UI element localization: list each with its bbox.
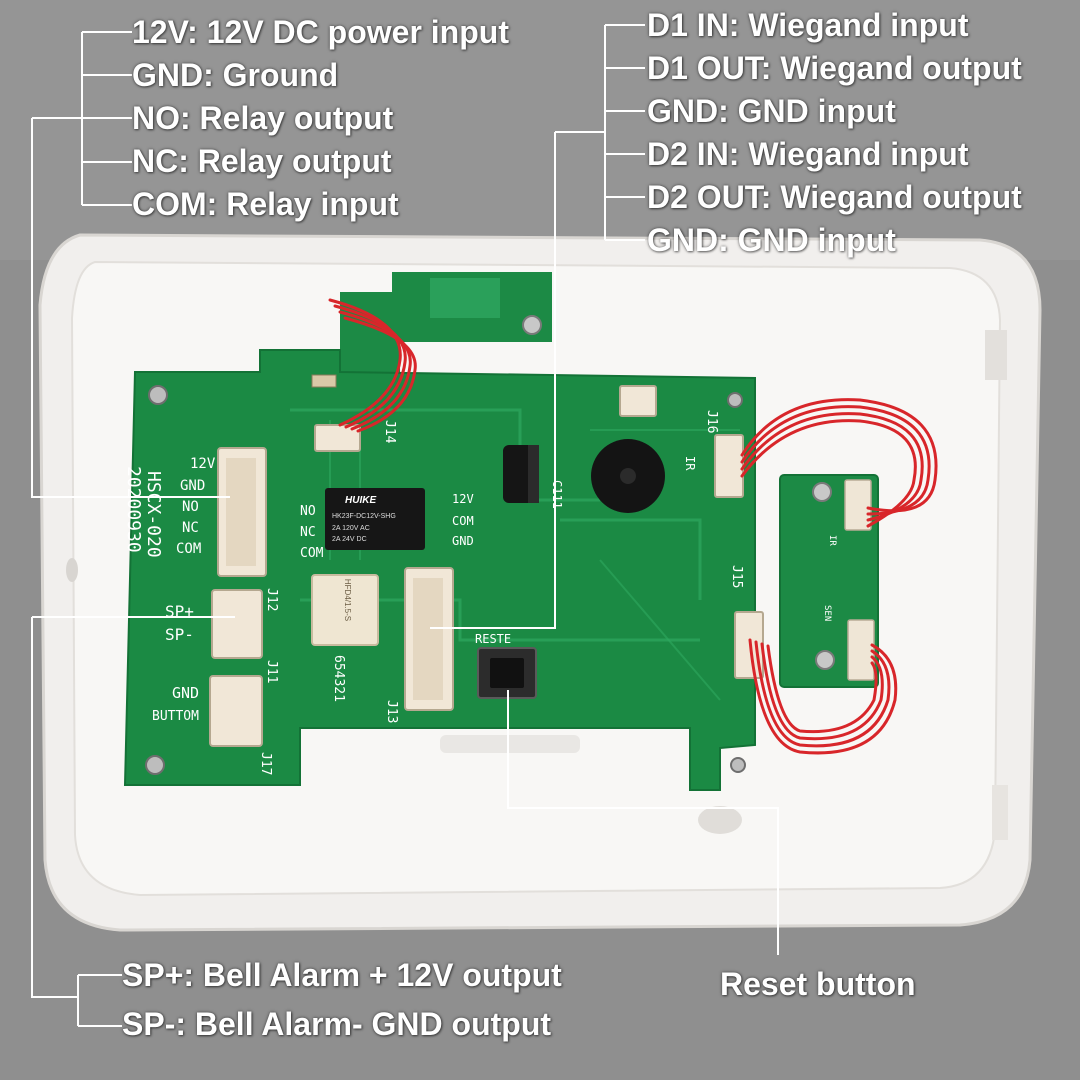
silk-j15: J15 (729, 565, 744, 588)
wires (328, 298, 938, 755)
reset-leader (507, 690, 779, 955)
silk-ir: IR (683, 456, 697, 471)
connectors (209, 385, 764, 747)
callout-sp-plus: SP+: Bell Alarm + 12V output (122, 957, 562, 993)
callout-d2-out: D2 OUT: Wiegand output (647, 179, 1022, 215)
silk-sp-plus: SP+ (165, 602, 194, 621)
silk-relay-com: COM (452, 514, 474, 528)
callout-nc-relay: NC: Relay output (132, 143, 392, 179)
silk-j13: J13 (384, 700, 399, 723)
silk-model: HSCX-020 (143, 471, 164, 558)
alarm-leader-main (31, 617, 78, 998)
connector-j16 (714, 434, 744, 498)
svg-text:HK23F-DC12V-SHG: HK23F-DC12V-SHG (332, 513, 396, 520)
silk-nc: NC (182, 520, 199, 536)
right-sen-silk: SEN (822, 605, 832, 621)
callout-reset-button: Reset button (720, 966, 916, 1002)
silk-com-mirror: COM (300, 546, 324, 561)
silk-relay-gnd: GND (452, 534, 474, 548)
callout-d1-in: D1 IN: Wiegand input (647, 7, 969, 43)
right-ir-silk: IR (827, 535, 837, 546)
button-connector (209, 675, 263, 747)
power-leader-main (31, 118, 230, 498)
svg-text:HUIKE: HUIKE (345, 495, 376, 506)
silk-nc-mirror: NC (300, 525, 316, 540)
callout-d1-out: D1 OUT: Wiegand output (647, 50, 1022, 86)
silk-buttom: BUTTOM (152, 709, 199, 724)
sp-connector (211, 589, 263, 659)
connector-j9 (619, 385, 657, 417)
callout-com-relay: COM: Relay input (132, 186, 399, 222)
silk-j12: J12 (264, 588, 279, 611)
silk-no-mirror: NO (300, 504, 316, 519)
callout-d2-in: D2 IN: Wiegand input (647, 136, 969, 172)
connector-j14 (314, 424, 361, 452)
silk-pin-numbers: 654321 (331, 655, 346, 702)
callout-lines (31, 24, 779, 1027)
components: HUIKE HK23F-DC12V-SHG 2A 120V AC 2A 24V … (311, 374, 665, 699)
silkscreen: 12V GND NO NC COM NO NC COM 12V COM GND … (123, 410, 744, 775)
silk-j16: J16 (704, 410, 719, 433)
capacitor-silk: C111 (550, 480, 564, 509)
silk-no: NO (182, 499, 199, 515)
reset-silk: RESTE (475, 632, 511, 646)
silk-j14: J14 (382, 420, 397, 444)
silk-date: 20200930 (123, 466, 144, 553)
silk-relay-12v: 12V (452, 492, 474, 506)
callout-12v-power: 12V: 12V DC power input (132, 14, 509, 50)
svg-text:2A 24V DC: 2A 24V DC (332, 536, 367, 543)
silk-j17: J17 (258, 752, 273, 775)
silk-12v: 12V (190, 456, 216, 472)
silk-com: COM (176, 541, 201, 557)
callout-sp-minus: SP-: Bell Alarm- GND output (122, 1006, 552, 1042)
svg-text:2A 120V AC: 2A 120V AC (332, 525, 370, 532)
callout-gnd-input-1: GND: GND input (647, 93, 896, 129)
relay-black (325, 488, 425, 550)
callout-gnd-ground: GND: Ground (132, 57, 339, 93)
silk-sp-minus: SP- (165, 625, 194, 644)
wiegand-leader-main (430, 132, 556, 629)
silk-gnd-button: GND (172, 684, 199, 702)
silk-j11: J11 (264, 660, 279, 683)
silk-gnd: GND (180, 478, 205, 494)
svg-text:HFD4/1.5-S: HFD4/1.5-S (343, 579, 352, 621)
relay-cream (311, 574, 379, 646)
callout-gnd-input-2: GND: GND input (647, 222, 896, 258)
right-daughter-board: IR SEN (779, 474, 879, 688)
callout-no-relay: NO: Relay output (132, 100, 394, 136)
